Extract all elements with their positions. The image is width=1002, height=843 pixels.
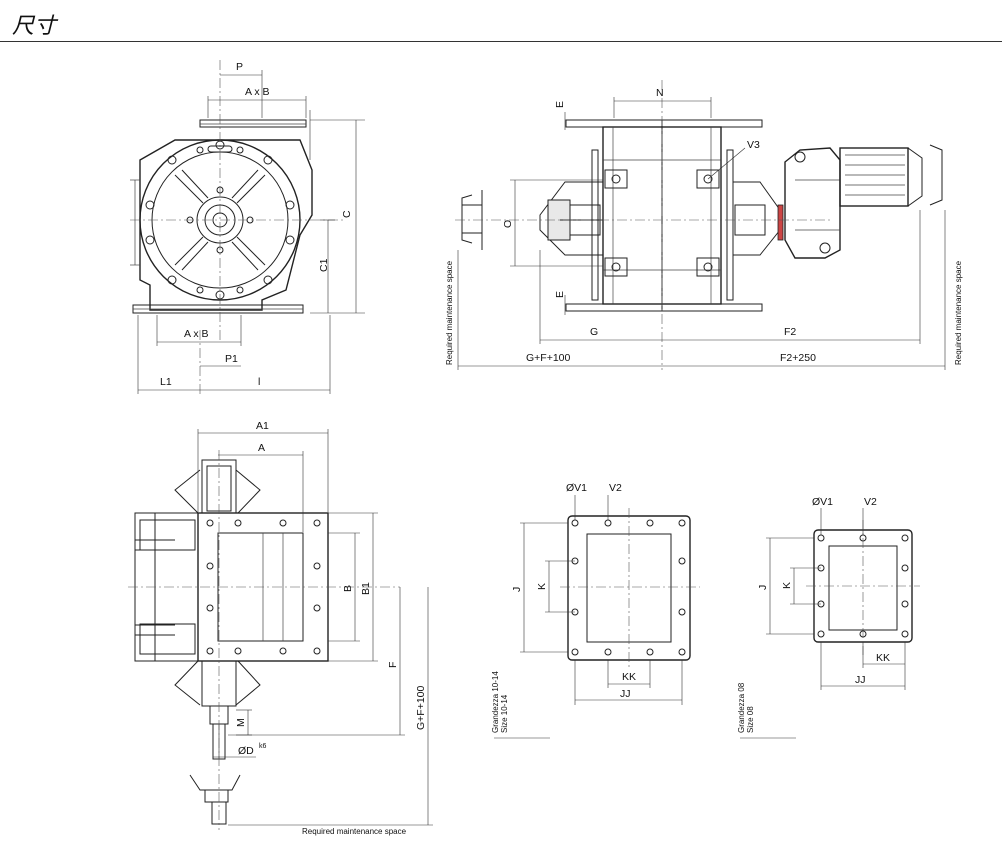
label-grandezza-10-14: Grandezza 10-14: [491, 671, 500, 733]
label-size-10-14: Size 10-14: [500, 694, 509, 733]
plan-view: A1 A B B1 F G+F+100 M ØD k6 Required mai…: [128, 420, 433, 836]
title-divider: [0, 41, 1002, 42]
flange-view-size-08: ØV1 V2 J K KK JJ Grandezza 08 Size 08: [737, 496, 920, 739]
side-view: N E E V3 O G F2 G+F+100 F2+250 Required …: [445, 80, 963, 370]
dim-label-a1: A1: [256, 420, 269, 432]
dim-label-jj-08: JJ: [855, 674, 866, 686]
dim-label-g: G: [590, 326, 598, 338]
dim-label-axb-top: A x B: [245, 86, 270, 98]
dim-label-f2: F2: [784, 326, 796, 338]
dim-label-b1: B1: [360, 582, 372, 595]
dim-label-e-top: E: [554, 101, 566, 108]
dim-label-axb-bottom: A x B: [184, 328, 209, 340]
label-v2-10-14: V2: [609, 482, 622, 494]
dim-label-n: N: [656, 87, 664, 99]
dim-label-m: M: [235, 718, 247, 727]
label-tolerance-k6: k6: [259, 743, 267, 750]
label-grandezza-08: Grandezza 08: [737, 682, 746, 733]
dim-label-kk-08: KK: [876, 652, 890, 664]
dim-label-c: C: [341, 210, 353, 218]
flange-view-size-10-14: ØV1 V2 J K KK JJ Grandezza 10-14 Size 10…: [491, 482, 700, 739]
dim-label-o: O: [502, 220, 514, 228]
label-ov1-08: ØV1: [812, 496, 833, 508]
dim-label-f: F: [387, 662, 399, 668]
dim-label-e-bottom: E: [554, 291, 566, 298]
dim-label-od: ØD: [238, 745, 254, 757]
dim-label-j-10-14: J: [511, 587, 523, 592]
label-maintenance-left: Required maintenance space: [445, 260, 454, 365]
dim-label-j-08: J: [757, 585, 769, 590]
dim-label-f2-250: F2+250: [780, 352, 816, 364]
dim-label-jj-10-14: JJ: [620, 688, 631, 700]
label-v2-08: V2: [864, 496, 877, 508]
label-size-08: Size 08: [746, 706, 755, 733]
front-view: P A x B C C1 A x B P1 L1 l: [130, 60, 365, 395]
page-title: 尺寸: [12, 14, 57, 39]
dim-label-b: B: [342, 585, 354, 592]
dim-label-kk-10-14: KK: [622, 671, 636, 683]
dim-label-p: P: [236, 61, 243, 73]
dim-label-g-f-100-vertical: G+F+100: [415, 685, 427, 730]
dim-label-p1: P1: [225, 353, 238, 365]
label-maintenance-right: Required maintenance space: [954, 260, 963, 365]
dim-label-l1: L1: [160, 376, 172, 388]
label-v3: V3: [747, 139, 760, 151]
dim-label-k-08: K: [781, 582, 793, 589]
dim-label-l: l: [258, 376, 260, 388]
dim-label-c1: C1: [318, 258, 330, 272]
dim-label-g-f-100: G+F+100: [526, 352, 571, 364]
label-maintenance-bottom: Required maintenance space: [302, 827, 407, 836]
dim-label-k-10-14: K: [536, 583, 548, 590]
label-ov1-10-14: ØV1: [566, 482, 587, 494]
dim-label-a: A: [258, 442, 265, 454]
